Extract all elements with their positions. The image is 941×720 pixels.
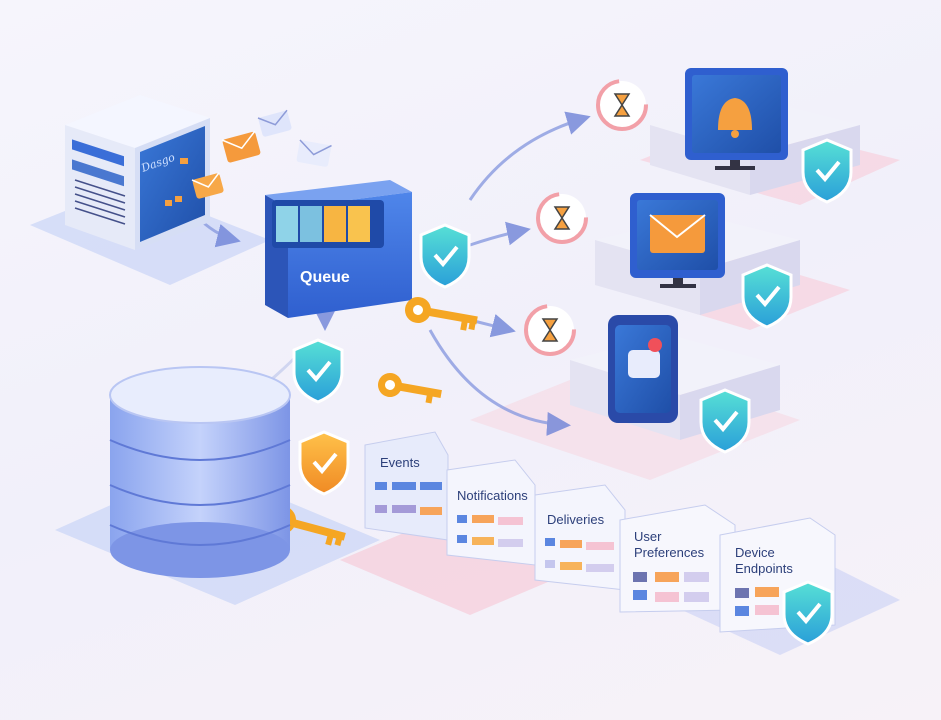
- shield-check-icon: [782, 580, 834, 646]
- shield-check-icon-orange: [298, 430, 350, 496]
- hourglass-timer-icon: [596, 79, 648, 131]
- table-label: Events: [380, 455, 420, 470]
- table-card-user-preferences[interactable]: User Preferences: [619, 504, 736, 613]
- data-tables: Events Notifications Deliveries User Pre…: [364, 431, 836, 646]
- shield-check-icon: [292, 338, 344, 404]
- notification-badge-icon: [648, 338, 662, 352]
- table-card-deliveries[interactable]: Deliveries: [534, 484, 626, 591]
- envelope-icon: [221, 130, 261, 163]
- envelope-icon: [296, 139, 332, 167]
- retry-timers: [524, 79, 648, 356]
- bell-icon: [718, 98, 752, 130]
- key-icon: [378, 373, 442, 404]
- arrow-to-phone-bottom: [428, 329, 571, 436]
- table-card-events[interactable]: Events: [364, 431, 449, 541]
- arrow-to-bell-device: [468, 111, 591, 201]
- table-label: Notifications: [457, 488, 528, 503]
- table-label-line1: User: [634, 529, 662, 544]
- server-vents: [74, 179, 126, 225]
- table-label: Deliveries: [547, 512, 605, 527]
- table-label-line2: Endpoints: [735, 561, 793, 576]
- key-icon: [405, 297, 478, 331]
- device-email-monitor: [595, 193, 800, 315]
- database-cylinder: [109, 366, 291, 578]
- table-label-line1: Device: [735, 545, 775, 560]
- hourglass-timer-icon: [524, 304, 576, 356]
- envelope-icon: [191, 172, 224, 199]
- queue-box: Queue: [265, 180, 412, 318]
- arrow-to-email-device: [469, 221, 531, 247]
- envelope-icon: [257, 109, 292, 137]
- envelope-icon: [649, 214, 706, 253]
- shield-check-icon: [801, 138, 853, 204]
- envelopes: [191, 109, 332, 199]
- security-shields: [292, 138, 853, 496]
- server: Dasgo: [65, 95, 210, 250]
- hourglass-timer-icon: [536, 192, 588, 244]
- shield-check-icon: [699, 388, 751, 454]
- shield-check-icon: [741, 263, 793, 329]
- queue-messages: [276, 206, 370, 242]
- queue-label: Queue: [300, 269, 350, 286]
- table-card-notifications[interactable]: Notifications: [446, 459, 536, 566]
- table-label-line2: Preferences: [634, 545, 705, 560]
- server-screen: [140, 126, 205, 242]
- shield-check-icon: [419, 223, 471, 289]
